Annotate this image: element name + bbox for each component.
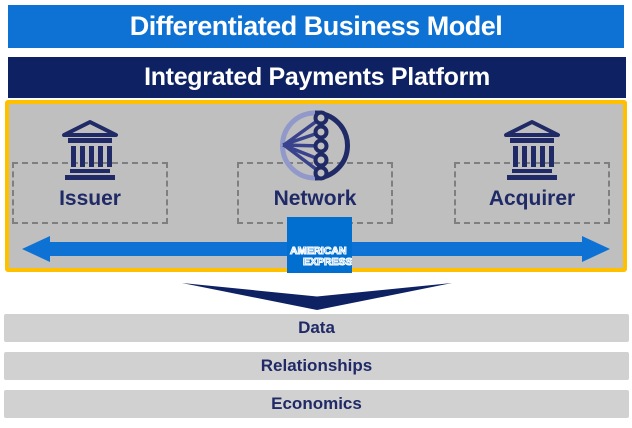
integrated-payments-platform-panel: Issuer Network Acquirer AMERICAN EXPRESS [5,100,627,273]
node-label-network: Network [273,187,357,210]
output-label-relationships: Relationships [260,356,373,375]
bank-icon [502,118,562,185]
american-express-logo: AMERICAN EXPRESS [287,217,352,273]
output-label-economics: Economics [271,394,362,413]
page-title-label: Differentiated Business Model [129,11,503,41]
platform-title-label: Integrated Payments Platform [144,63,490,91]
node-label-issuer: Issuer [59,187,121,210]
output-label-data: Data [298,318,335,337]
output-bar-relationships: Relationships [4,352,629,380]
node-label-acquirer: Acquirer [488,187,576,210]
amex-logo-line2: EXPRESS [302,256,352,268]
bank-icon [60,118,120,185]
arrowhead-left-icon [22,236,50,262]
platform-title: Integrated Payments Platform [8,57,626,98]
output-bar-data: Data [4,314,629,342]
amex-logo-line1: AMERICAN [289,245,347,257]
down-arrow-icon [182,283,452,310]
arrowhead-right-icon [582,236,610,262]
output-bar-economics: Economics [4,390,629,418]
globe-network-icon [275,108,355,188]
page-title: Differentiated Business Model [8,5,624,48]
